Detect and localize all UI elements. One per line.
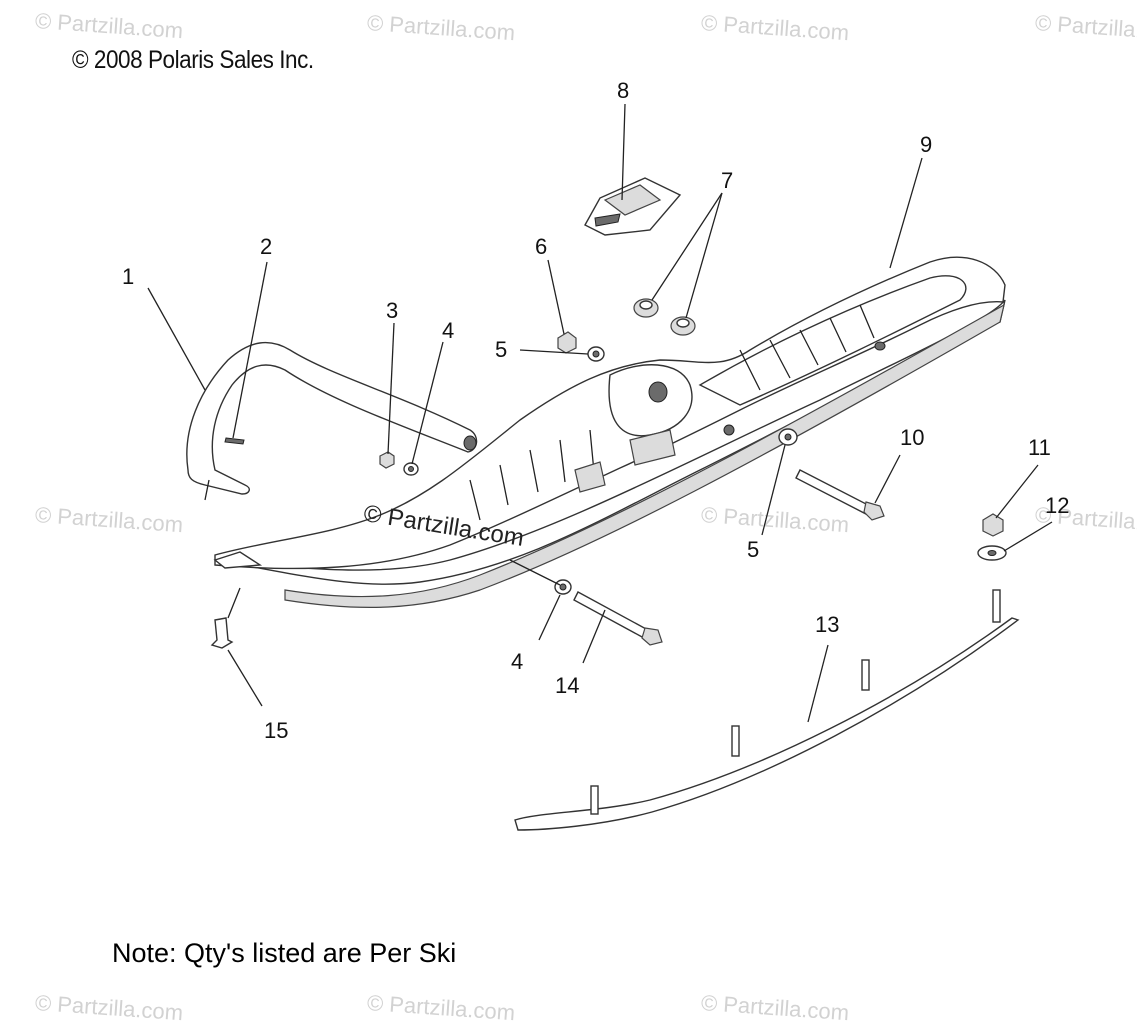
callout-11: 11 [1028,435,1051,460]
callout-numbers: 1 2 3 4 5 6 7 8 9 10 11 12 5 4 14 13 15 [122,78,1069,743]
wear-bar [514,589,1020,831]
ski-body [213,256,1006,609]
callout-7: 7 [721,168,733,193]
callout-5-bottom: 5 [747,537,759,562]
callout-8: 8 [617,78,629,103]
callout-2: 2 [260,234,272,259]
copyright-text: © 2008 Polaris Sales Inc. [72,46,314,74]
callout-4-top: 4 [442,318,454,343]
callout-10: 10 [900,425,924,450]
callout-6: 6 [535,234,547,259]
callout-4-bottom: 4 [511,649,523,674]
ski-handle [186,341,478,495]
callout-5-top: 5 [495,337,507,362]
leader-lines [147,103,1053,723]
spindle-cover [584,177,682,236]
callout-15: 15 [264,718,288,743]
callout-14: 14 [555,673,579,698]
hardware [210,331,1007,649]
callout-9: 9 [920,132,932,157]
callout-1: 1 [122,264,134,289]
footer-note: Note: Qty's listed are Per Ski [112,938,457,968]
callout-12: 12 [1045,493,1069,518]
callout-13: 13 [815,612,839,637]
grommets [633,298,696,336]
callout-3: 3 [386,298,398,323]
